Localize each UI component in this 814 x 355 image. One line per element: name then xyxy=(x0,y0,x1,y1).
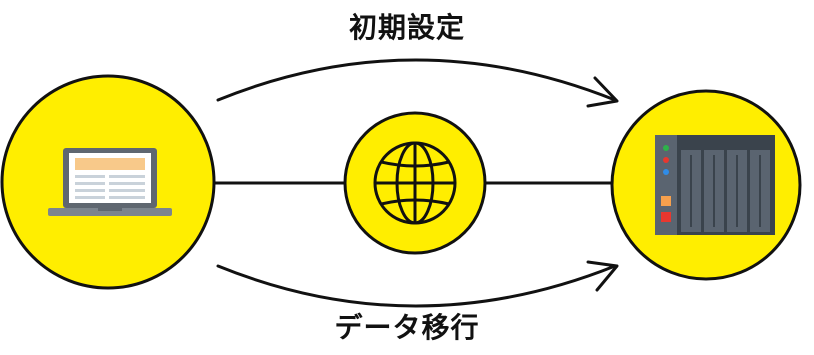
arrow-data-migration-head xyxy=(586,260,619,292)
arrow-initial-setup-head xyxy=(586,76,619,108)
laptop-node xyxy=(0,74,216,290)
arrow-initial-setup xyxy=(216,58,617,102)
data-migration-label: データ移行 xyxy=(334,311,480,344)
initial-setup-label: 初期設定 xyxy=(348,11,465,44)
nas-node xyxy=(610,89,802,281)
arrow-data-migration xyxy=(216,264,617,308)
nas-server-icon xyxy=(655,135,775,235)
globe-icon xyxy=(373,141,457,225)
laptop-icon xyxy=(48,148,172,216)
internet-node xyxy=(343,111,487,255)
